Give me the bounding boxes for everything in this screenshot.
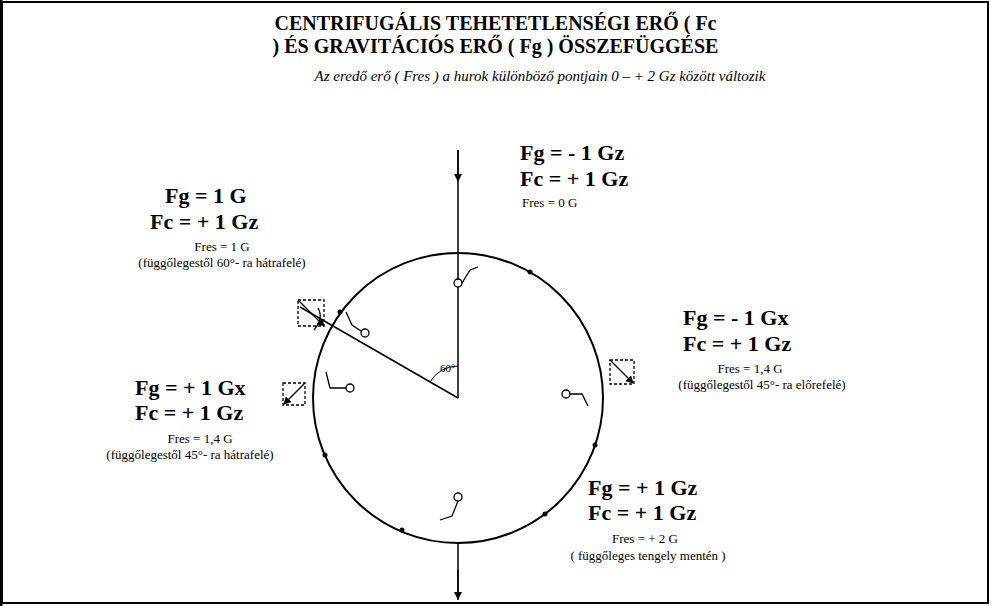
- diagram-title: CENTRIFUGÁLIS TEHETETLENSÉGI ERŐ ( Fc ) …: [248, 12, 744, 58]
- force-formula: Fg = - 1 Gz: [520, 140, 624, 165]
- force-formula: Fg = 1 G: [165, 183, 247, 208]
- force-formula: Fg = + 1 Gz: [588, 475, 697, 500]
- force-formula: Fc = + 1 Gz: [588, 500, 696, 525]
- resultant-value: Fres = 1 G: [194, 240, 249, 255]
- force-formula: Fc = + 1 Gz: [683, 331, 791, 356]
- force-formula: Fg = - 1 Gx: [683, 305, 788, 330]
- angle-label: 60°: [440, 362, 455, 375]
- resultant-value: Fres = 0 G: [522, 196, 577, 211]
- direction-note: (függőlegestől 45°- ra előrefelé): [678, 378, 845, 393]
- subtitle-note: Az eredő erő ( Fres ) a hurok különböző …: [315, 68, 766, 85]
- force-formula: Fc = + 1 Gz: [520, 166, 628, 191]
- direction-note: ( függőleges tengely mentén ): [570, 549, 725, 564]
- force-formula: Fc = + 1 Gz: [135, 400, 243, 425]
- resultant-value: Fres = 1,4 G: [717, 362, 782, 377]
- resultant-value: Fres = 1,4 G: [167, 432, 232, 447]
- force-formula: Fg = + 1 Gx: [135, 375, 246, 400]
- resultant-value: Fres = + 2 G: [612, 532, 678, 547]
- direction-note: (függőlegestől 45°- ra hátrafelé): [106, 448, 273, 463]
- direction-note: (függőlegestől 60°- ra hátrafelé): [138, 256, 305, 271]
- force-formula: Fc = + 1 Gz: [150, 209, 258, 234]
